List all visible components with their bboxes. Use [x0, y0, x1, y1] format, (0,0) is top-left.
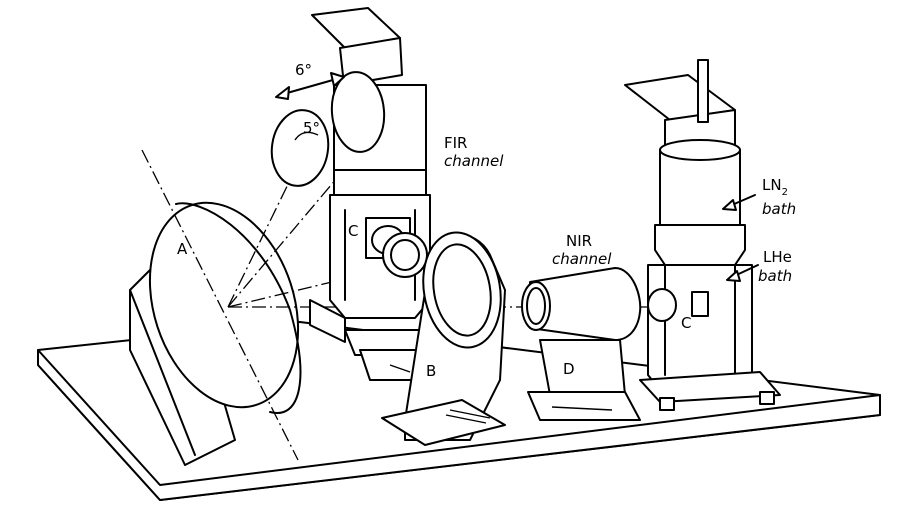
- fir-window-optics: [371, 225, 428, 278]
- lhe-bath-label-1: LHe: [763, 248, 792, 266]
- stand-label: D: [563, 360, 575, 378]
- nir-channel-label-2: channel: [552, 250, 612, 268]
- mirror-label: A: [177, 240, 188, 258]
- ring-mount: [381, 231, 506, 446]
- ln2-main: LN: [762, 176, 782, 194]
- nir-channel-label-1: NIR: [566, 232, 592, 250]
- fir-cryostat-label: C: [348, 222, 358, 240]
- paraboloid-mirror: [148, 201, 302, 414]
- angle-large-label: 6°: [295, 61, 312, 79]
- lhe-bath-label-2: bath: [758, 267, 792, 285]
- ln2-bath-label: LN2: [762, 176, 788, 198]
- bath-arrows: [722, 194, 759, 282]
- mount-label: B: [426, 362, 436, 380]
- nir-cryostat-label: C: [681, 314, 691, 332]
- fir-channel-label-1: FIR: [444, 134, 467, 152]
- nir-cryostat: [624, 59, 781, 411]
- nir-tube: [521, 267, 642, 341]
- angle-small-label: 5°: [303, 119, 320, 137]
- stand: [527, 339, 641, 421]
- ln2-bath-label-2: bath: [762, 200, 796, 218]
- fir-channel-label-2: channel: [444, 152, 504, 170]
- angle-indicators: [270, 72, 345, 187]
- ln2-sub: 2: [782, 187, 788, 198]
- fir-cryostat: [309, 7, 431, 381]
